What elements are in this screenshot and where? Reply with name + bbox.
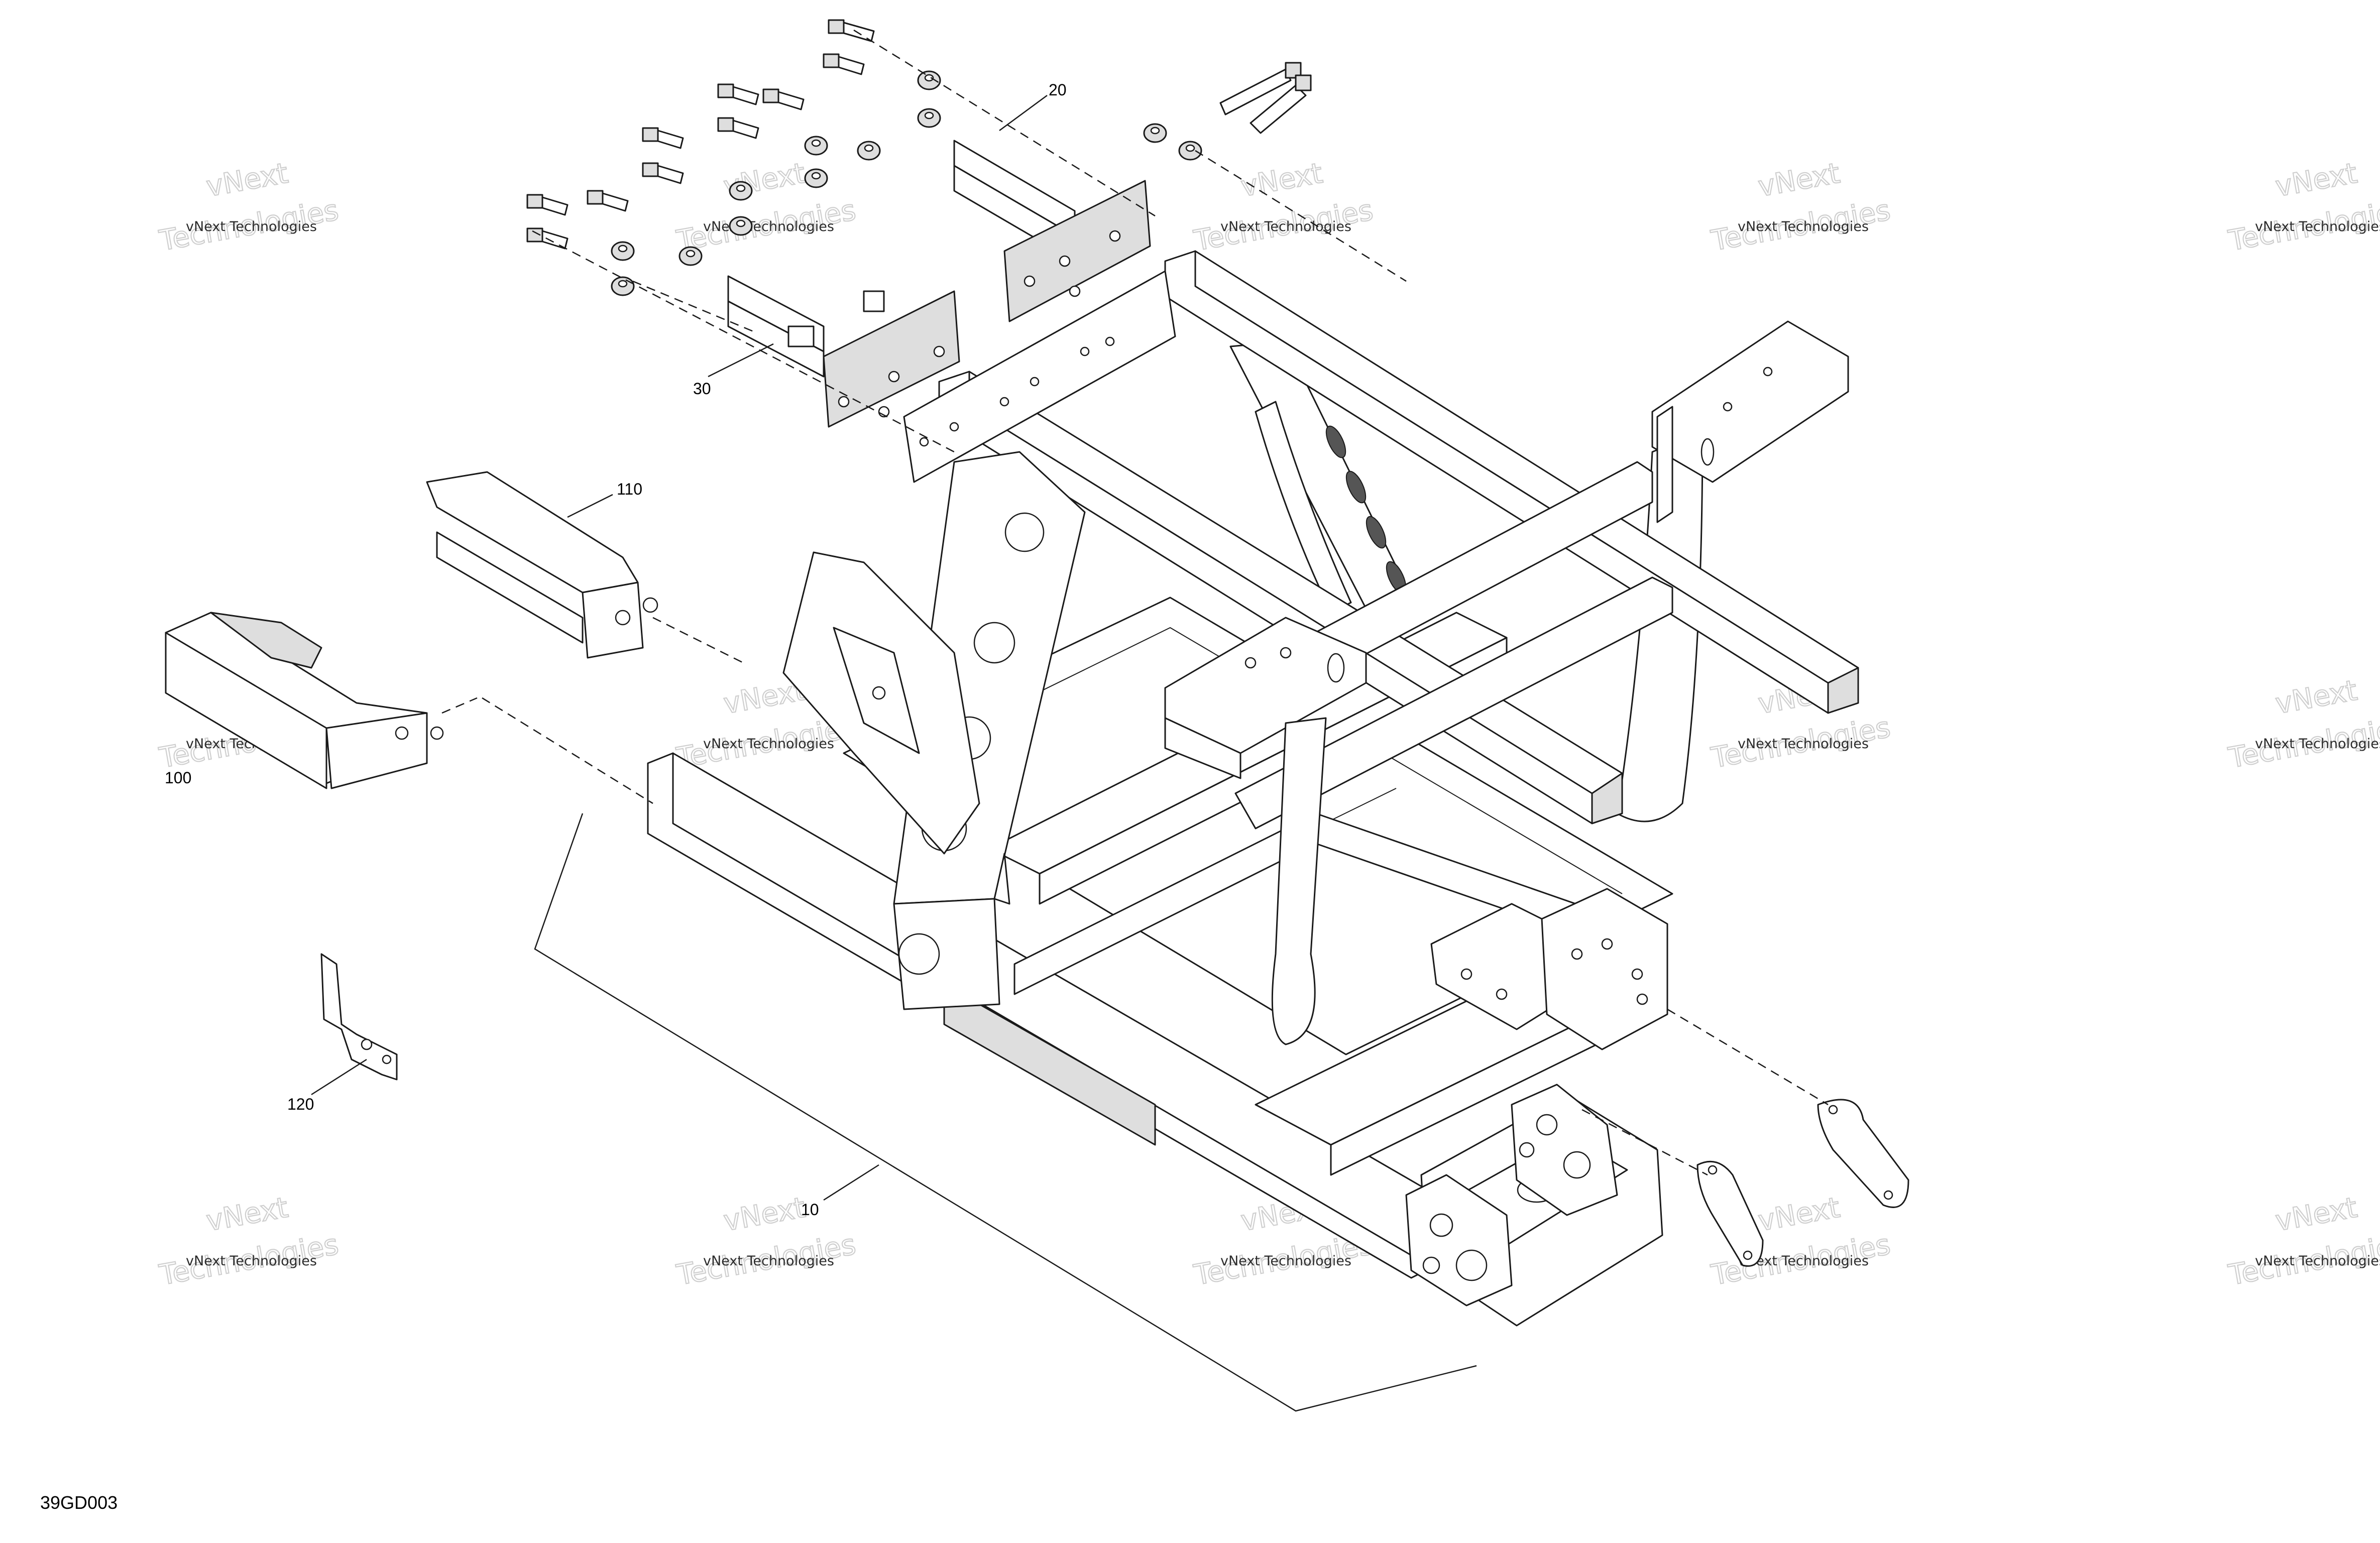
flange-nut	[729, 216, 753, 236]
watermark-r1c1: vNext Technologies vNext Technologies	[156, 156, 342, 258]
svg-text:vNext: vNext	[2273, 157, 2359, 203]
watermark-r3c2: vNext Technologies vNext Technologies	[673, 1191, 859, 1292]
callout-20: 20	[1049, 81, 1067, 99]
part-30-plate	[823, 290, 960, 428]
shim-plate-large	[1817, 1099, 1909, 1208]
hex-bolt	[526, 194, 569, 216]
svg-text:vNext Technologies: vNext Technologies	[703, 1253, 834, 1269]
svg-text:vNext Technologies: vNext Technologies	[1220, 219, 1351, 234]
svg-text:vNext Technologies: vNext Technologies	[2255, 1253, 2380, 1269]
flange-nut	[917, 108, 941, 128]
part-30-lower-bracket	[727, 275, 960, 428]
part-20-plate	[1003, 180, 1151, 322]
hex-bolt	[642, 127, 684, 149]
svg-text:vNext: vNext	[204, 157, 290, 203]
leader-lines	[311, 94, 1477, 1412]
flange-nut	[611, 241, 635, 261]
frame-rear-gusset-right	[1511, 1084, 1618, 1216]
callout-100: 100	[165, 769, 191, 787]
callout-labels: 10 20 30 100 110 120	[165, 81, 1067, 1219]
svg-text:vNext Technologies: vNext Technologies	[703, 736, 834, 752]
front-mount-plate	[903, 270, 1176, 483]
long-bolt	[1250, 74, 1312, 134]
watermark-r3c5: vNext Technologies vNext Technologies	[2225, 1191, 2380, 1292]
hex-bolt	[717, 117, 759, 139]
flange-nut	[917, 70, 941, 90]
svg-text:vNext: vNext	[721, 1192, 808, 1238]
flange-nut	[611, 276, 635, 296]
callout-30: 30	[693, 380, 711, 398]
hex-bolt	[828, 19, 875, 42]
flange-nut	[857, 141, 881, 161]
column-hole-2	[973, 622, 1015, 664]
shim-plate-small	[1696, 1160, 1764, 1267]
watermark-r1c4: vNext Technologies vNext Technologies	[1708, 156, 1893, 258]
hex-bolt	[823, 53, 865, 75]
svg-text:vNext: vNext	[204, 1192, 290, 1238]
flange-nut	[729, 181, 753, 201]
watermark-r1c5: vNext Technologies vNext Technologies	[2225, 156, 2380, 258]
front-vertical-tube	[1271, 717, 1327, 1045]
fasteners-group	[526, 19, 1312, 296]
watermark-r1c3: vNext Technologies vNext Technologies	[1191, 156, 1376, 258]
svg-text:vNext Technologies: vNext Technologies	[2255, 219, 2380, 234]
part-100-front-extension	[165, 612, 444, 789]
callout-120: 120	[287, 1095, 314, 1113]
diagram-code: 39GD003	[40, 1492, 118, 1513]
flange-nut	[804, 168, 828, 188]
svg-text:vNext Technologies: vNext Technologies	[1738, 736, 1869, 752]
watermark-r1c2: vNext Technologies vNext Technologies	[673, 156, 859, 258]
part-20-upper-bracket	[953, 140, 1151, 322]
flange-nut	[804, 136, 828, 156]
watermark-r2c5: vNext Technologies vNext Technologies	[2225, 673, 2380, 775]
svg-text:vNext: vNext	[2273, 1192, 2359, 1238]
svg-text:vNext Technologies: vNext Technologies	[703, 219, 834, 234]
svg-text:vNext Technologies: vNext Technologies	[186, 1253, 317, 1269]
upper-frame-assembly	[782, 250, 1859, 1045]
svg-text:vNext Technologies: vNext Technologies	[186, 219, 317, 234]
cross-beam-lower	[1234, 576, 1673, 829]
svg-text:vNext: vNext	[1756, 1192, 1842, 1238]
part-120-small-bracket	[320, 953, 398, 1081]
svg-text:vNext Technologies: vNext Technologies	[1738, 219, 1869, 234]
callout-110: 110	[617, 480, 642, 498]
flange-nut	[678, 246, 703, 266]
part-110-rail-section	[426, 471, 658, 659]
upper-right-post	[1651, 320, 1849, 483]
hex-bolt	[762, 88, 805, 110]
flange-nut	[1143, 123, 1167, 143]
svg-text:vNext: vNext	[2273, 674, 2359, 721]
frame-rail-shaded-face	[943, 983, 1156, 1146]
hex-bolt	[717, 83, 759, 105]
svg-text:vNext: vNext	[1238, 157, 1325, 203]
flange-nut	[1178, 141, 1202, 161]
column-hole-1	[1004, 512, 1045, 552]
svg-text:vNext: vNext	[1756, 157, 1842, 203]
svg-text:vNext Technologies: vNext Technologies	[2255, 736, 2380, 752]
watermark-r3c1: vNext Technologies vNext Technologies	[156, 1191, 342, 1292]
hex-bolt	[642, 162, 684, 184]
long-bolt	[1219, 62, 1302, 115]
svg-text:vNext Technologies: vNext Technologies	[1220, 1253, 1351, 1269]
assembly-dashed-lines	[441, 29, 1829, 1176]
callout-10: 10	[801, 1201, 819, 1219]
hex-bolt	[587, 190, 629, 212]
